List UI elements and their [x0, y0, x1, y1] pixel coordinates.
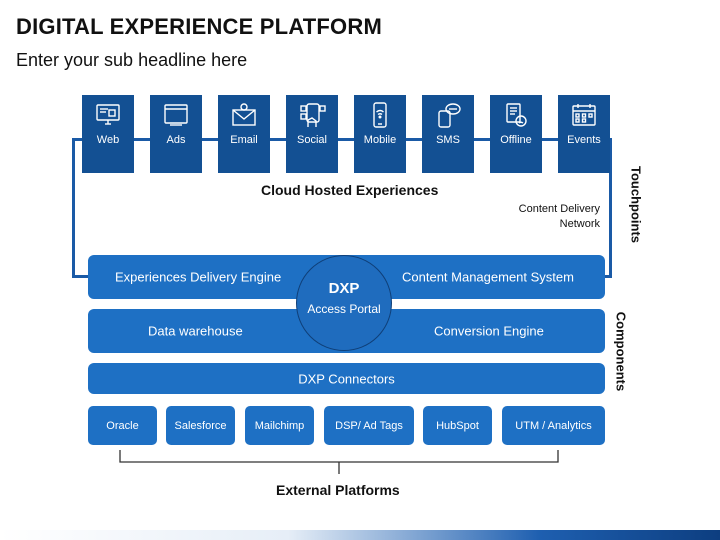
- content-management-system: Content Management System: [402, 269, 574, 285]
- dxp-connectors: DXP Connectors: [298, 371, 395, 386]
- external-oracle[interactable]: Oracle: [88, 406, 157, 445]
- sms-phone-icon: [438, 103, 461, 128]
- touchpoint-social[interactable]: Social: [286, 95, 338, 173]
- touchpoint-offline[interactable]: Offline: [490, 95, 542, 173]
- frame-right-line: [609, 138, 612, 278]
- cdn-line-2: Network: [559, 218, 600, 230]
- external-hubspot[interactable]: HubSpot: [423, 406, 492, 445]
- touchpoint-label: Offline: [500, 134, 532, 146]
- frame-bottom-right-line: [602, 275, 612, 278]
- touchpoint-email[interactable]: Email: [218, 95, 270, 173]
- touchpoint-label: Web: [96, 134, 120, 146]
- ads-icon: [164, 104, 188, 126]
- page-subtitle: Enter your sub headline here: [16, 50, 248, 70]
- envelope-icon: [232, 103, 256, 126]
- touchpoint-label: Events: [567, 134, 601, 146]
- external-label: HubSpot: [436, 419, 479, 432]
- external-label: Salesforce: [174, 419, 227, 432]
- cdn-line-1: Content Delivery: [518, 203, 600, 215]
- footer-gradient-bar: [0, 530, 720, 540]
- frame-bottom-left-line: [72, 275, 90, 278]
- dxp-title: DXP: [328, 280, 360, 297]
- external-label: DSP/ Ad Tags: [335, 419, 403, 432]
- offline-document-icon: [506, 103, 527, 127]
- conversion-engine: Conversion Engine: [434, 323, 544, 339]
- touchpoint-web[interactable]: Web: [82, 95, 134, 173]
- external-mailchimp[interactable]: Mailchimp: [245, 406, 314, 445]
- frame-top-line: [72, 138, 612, 141]
- bar-dxp-connectors: DXP Connectors: [88, 363, 605, 394]
- page-title: DIGITAL EXPERIENCE PLATFORM: [16, 14, 382, 39]
- monitor-icon: [96, 104, 120, 125]
- calendar-icon: [572, 104, 596, 126]
- touchpoint-label: Email: [230, 134, 258, 146]
- external-platforms-label: External Platforms: [276, 482, 400, 498]
- cdn-label: Content Delivery Network: [500, 202, 600, 232]
- cloud-hosted-label: Cloud Hosted Experiences: [261, 182, 439, 198]
- external-utm-analytics[interactable]: UTM / Analytics: [502, 406, 605, 445]
- external-label: Oracle: [106, 419, 139, 432]
- dxp-subtitle: Access Portal: [307, 302, 381, 316]
- touchpoint-mobile[interactable]: Mobile: [354, 95, 406, 173]
- social-hand-icon: [300, 103, 326, 127]
- external-salesforce[interactable]: Salesforce: [166, 406, 235, 445]
- touchpoint-label: Ads: [166, 134, 186, 146]
- touchpoint-ads[interactable]: Ads: [150, 95, 202, 173]
- frame-left-line: [72, 138, 75, 278]
- touchpoint-label: SMS: [436, 134, 460, 146]
- touchpoint-sms[interactable]: SMS: [422, 95, 474, 173]
- touchpoint-label: Social: [297, 134, 327, 146]
- dxp-access-portal-circle: DXP Access Portal: [296, 255, 392, 351]
- experiences-delivery-engine: Experiences Delivery Engine: [115, 269, 282, 285]
- mobile-wifi-icon: [373, 102, 387, 128]
- data-warehouse: Data warehouse: [148, 323, 243, 339]
- external-label: Mailchimp: [254, 419, 305, 432]
- touchpoint-label: Mobile: [363, 134, 397, 146]
- external-label: UTM / Analytics: [515, 419, 592, 432]
- external-dsp-ad-tags[interactable]: DSP/ Ad Tags: [324, 406, 414, 445]
- touchpoint-events[interactable]: Events: [558, 95, 610, 173]
